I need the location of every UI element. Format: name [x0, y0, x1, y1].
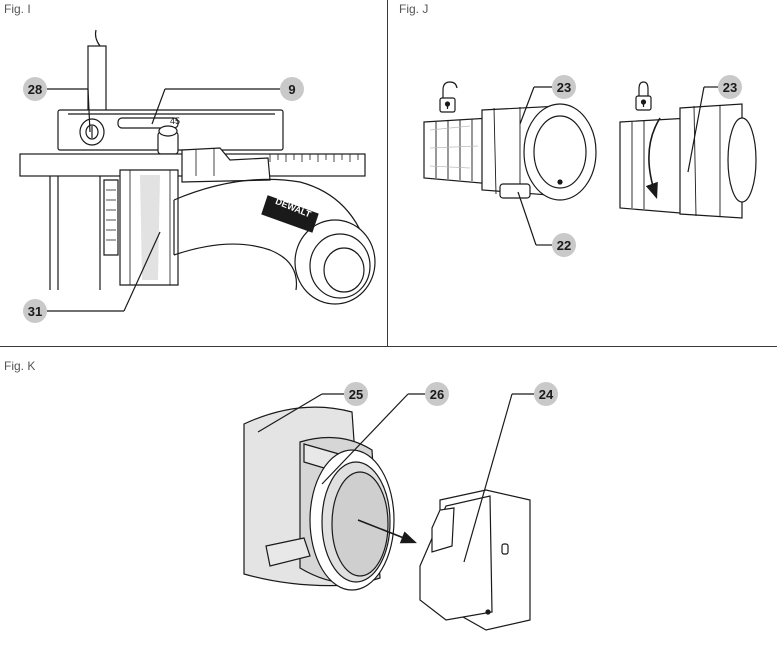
- fig-j-left-assembly: [423, 81, 597, 201]
- unlocked-padlock-icon: [439, 81, 458, 113]
- angle-mark-text: 45: [170, 116, 180, 126]
- callout-22-badge: [552, 233, 576, 257]
- callout-23-left: 23: [557, 80, 571, 95]
- callout-23-left-badge: [552, 75, 576, 99]
- fig-k-label: Fig. K: [4, 359, 36, 373]
- fig-k-adapter: [419, 489, 531, 631]
- fig-i-label: Fig. I: [4, 2, 31, 16]
- callout-31-badge: [23, 299, 47, 323]
- fig-j-callouts: 23 22 23: [517, 75, 742, 257]
- vertical-divider: [387, 0, 388, 347]
- callout-28: 28: [28, 82, 42, 97]
- fig-j-label: Fig. J: [399, 2, 429, 16]
- callout-22: 22: [557, 238, 571, 253]
- callout-26-badge: [425, 382, 449, 406]
- fig-k-hose-end: [243, 406, 395, 591]
- callout-24: 24: [539, 387, 554, 402]
- fig-i-illustration: [19, 29, 376, 305]
- callout-25-badge: [344, 382, 368, 406]
- callout-28-badge: [23, 77, 47, 101]
- fig-i-callouts: 28 9 31: [23, 77, 304, 323]
- callout-9-badge: [280, 77, 304, 101]
- callout-23-right-badge: [718, 75, 742, 99]
- fig-k-callouts: 25 26 24: [257, 382, 558, 563]
- callout-24-badge: [534, 382, 558, 406]
- horizontal-divider: [0, 346, 777, 347]
- callout-9: 9: [288, 82, 295, 97]
- callout-23-right: 23: [723, 80, 737, 95]
- fig-j-right-assembly: [619, 81, 757, 219]
- callout-26: 26: [430, 387, 444, 402]
- callout-31: 31: [28, 304, 42, 319]
- callout-25: 25: [349, 387, 363, 402]
- insertion-arrow: [357, 519, 417, 544]
- locked-padlock-icon: [635, 81, 652, 111]
